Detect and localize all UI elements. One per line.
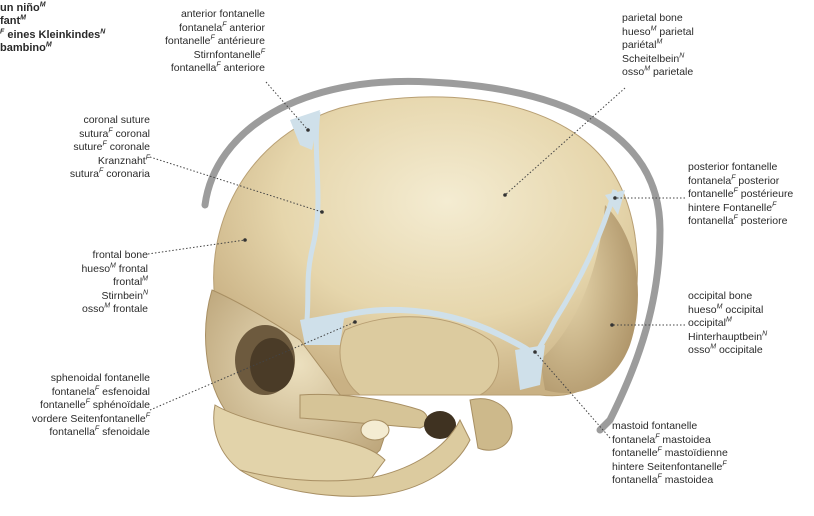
gender-marker: M: [46, 42, 52, 49]
gender-marker: F: [146, 412, 150, 419]
occipital-bone-line: huesoM occipital: [688, 304, 767, 318]
gender-marker: F: [86, 399, 90, 406]
occipital-bone-line: HinterhauptbeinN: [688, 331, 767, 345]
coronal-suture-line: sutureF coronale: [30, 141, 150, 155]
gender-marker: M: [20, 15, 26, 22]
title-line: F eines KleinkindesN: [0, 29, 105, 42]
sphenoidal-fontanelle-line: sphenoidal fontanelle: [5, 372, 150, 386]
gender-marker: M: [142, 276, 148, 283]
gender-marker: M: [644, 66, 650, 73]
gender-marker: F: [103, 141, 107, 148]
frontal-bone-line: huesoM frontal: [30, 263, 148, 277]
gender-marker: F: [722, 460, 726, 467]
frontal-bone-line: StirnbeinN: [30, 290, 148, 304]
title-line: un niñoM: [0, 2, 105, 15]
parietal-bone-line: ScheitelbeinN: [622, 53, 694, 67]
mastoid-fontanelle-line: fontanelleF mastoïdienne: [612, 447, 728, 461]
posterior-fontanelle-line: posterior fontanelle: [688, 161, 793, 175]
gender-marker: M: [104, 303, 110, 310]
orbit-inner: [250, 338, 294, 392]
parietal-bone-line: ossoM parietale: [622, 66, 694, 80]
coronal-suture-line: KranznahtF: [30, 155, 150, 169]
ear-ring: [361, 420, 389, 440]
sphenoidal-fontanelle-line: fontanellaF sfenoidale: [5, 426, 150, 440]
mastoid-fontanelle-line: mastoid fontanelle: [612, 420, 728, 434]
title-line: fantM: [0, 15, 105, 28]
gender-marker: N: [100, 28, 105, 35]
posterior-fontanelle-line: fontanelleF postérieure: [688, 188, 793, 202]
frontal-bone-line: frontal bone: [30, 249, 148, 263]
gender-marker: M: [651, 25, 657, 32]
gender-marker: M: [726, 317, 732, 324]
gender-marker: M: [40, 1, 46, 8]
gender-marker: F: [211, 35, 215, 42]
sphenoidal-fontanelle-line: fontanelleF sphénoïdale: [5, 399, 150, 413]
gender-marker: M: [656, 39, 662, 46]
posterior-fontanelle-line: fontanelaF posterior: [688, 175, 793, 189]
gender-marker: M: [110, 262, 116, 269]
gender-marker: F: [222, 21, 226, 28]
gender-marker: F: [655, 433, 659, 440]
gender-marker: F: [99, 168, 103, 175]
gender-marker: F: [658, 447, 662, 454]
coronal-suture-line: coronal suture: [30, 114, 150, 128]
anterior-fontanelle-line: fontanelleF antérieure: [140, 35, 265, 49]
anterior-fontanelle-line: StirnfontanelleF: [140, 49, 265, 63]
gender-marker: F: [95, 385, 99, 392]
gender-marker: M: [717, 303, 723, 310]
parietal-bone-line: huesoM parietal: [622, 26, 694, 40]
gender-marker: F: [216, 62, 220, 69]
sphenoidal-fontanelle-line: vordere SeitenfontanelleF: [5, 413, 150, 427]
coronal-suture-line: suturaF coronal: [30, 128, 150, 142]
occipital-bone-line: occipitalM: [688, 317, 767, 331]
label-frontal-bone: frontal bonehuesoM frontalfrontalMStirnb…: [30, 249, 148, 317]
frontal-bone-line: ossoM frontale: [30, 303, 148, 317]
coronal-suture-line: suturaF coronaria: [30, 168, 150, 182]
posterior-fontanelle-line: hintere FontanelleF: [688, 202, 793, 216]
gender-marker: F: [261, 48, 265, 55]
gender-marker: N: [679, 52, 684, 59]
parietal-bone-line: parietal bone: [622, 12, 694, 26]
anterior-fontanelle-line: fontanelaF anterior: [140, 22, 265, 36]
gender-marker: F: [0, 28, 4, 35]
gender-marker: N: [762, 330, 767, 337]
title-line: bambinoM: [0, 42, 105, 55]
gender-marker: F: [772, 201, 776, 208]
parietal-bone-line: pariétalM: [622, 39, 694, 53]
gender-marker: F: [731, 174, 735, 181]
gender-marker: M: [710, 344, 716, 351]
mastoid-process: [470, 399, 512, 451]
mastoid-fontanelle-line: fontanelaF mastoidea: [612, 434, 728, 448]
gender-marker: F: [108, 127, 112, 134]
gender-marker: F: [658, 474, 662, 481]
gender-marker: F: [146, 154, 150, 161]
anterior-fontanelle-line: fontanellaF anteriore: [140, 62, 265, 76]
anterior-fontanelle-line: anterior fontanelle: [140, 8, 265, 22]
occipital-bone-line: occipital bone: [688, 290, 767, 304]
mastoid-fontanelle-line: hintere SeitenfontanelleF: [612, 461, 728, 475]
sphenoidal-fontanelle-line: fontanelaF esfenoidal: [5, 386, 150, 400]
gender-marker: F: [734, 215, 738, 222]
posterior-fontanelle-line: fontanellaF posteriore: [688, 215, 793, 229]
gender-marker: F: [734, 188, 738, 195]
mastoid-fontanelle-line: fontanellaF mastoidea: [612, 474, 728, 488]
gender-marker: F: [95, 426, 99, 433]
occipital-bone-line: ossoM occipitale: [688, 344, 767, 358]
frontal-bone-line: frontalM: [30, 276, 148, 290]
gender-marker: N: [143, 289, 148, 296]
